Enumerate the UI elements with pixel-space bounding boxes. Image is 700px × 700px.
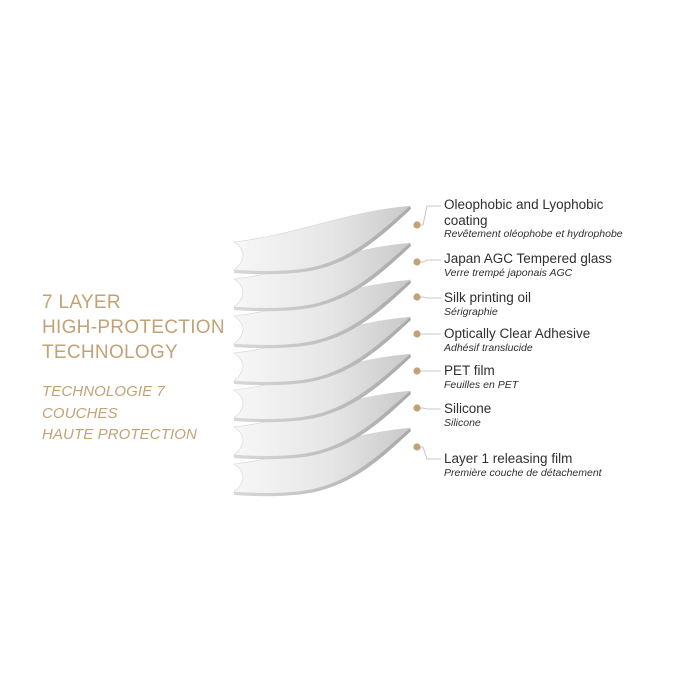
layer-sheet-face (233, 205, 411, 272)
layer-marker-dot (413, 330, 421, 338)
leader-line (417, 407, 441, 410)
layer-translation: Feuilles en PET (444, 378, 519, 391)
connectors-group (413, 205, 441, 460)
layer-translation: Revêtement oléophobe et hydrophobe (444, 228, 623, 240)
subheading-line-2: COUCHES (42, 404, 118, 422)
layer-marker-dot (413, 293, 421, 301)
layer-name: Layer 1 releasing film (444, 451, 573, 466)
layer-label-optically-clear-adhesive: Optically Clear Adhesive Adhésif translu… (444, 326, 694, 355)
layer-marker-dot (413, 443, 421, 451)
layer-translation: Première couche de détachement (444, 466, 602, 479)
leader-line (417, 296, 441, 299)
leader-line (417, 259, 441, 263)
layer-name: Optically Clear Adhesive (444, 326, 591, 341)
layer-translation: Silicone (444, 416, 481, 429)
layer-label-tempered-glass: Japan AGC Tempered glass Verre trempé ja… (444, 251, 694, 280)
layer-translation: Verre trempé japonais AGC (444, 266, 573, 279)
layer-name: Silk printing oil (444, 290, 532, 305)
layer-marker-dot (413, 367, 421, 375)
heading-line-2: HIGH-PROTECTION (42, 317, 225, 338)
layer-name: Japan AGC Tempered glass (444, 251, 612, 266)
subheading-line-3: HAUTE PROTECTION (42, 426, 197, 443)
layer-marker-dot (413, 221, 421, 229)
layer-marker-dot (413, 404, 421, 412)
layer-sheet (233, 205, 411, 275)
layer-label-oleophobic-coating: Oleophobic and Lyophobic coating Revêtem… (444, 197, 694, 241)
layer-label-silicone: Silicone Silicone (444, 401, 694, 430)
subheading-line-1: TECHNOLOGIE 7 (42, 383, 165, 400)
layer-name-line-2: coating (444, 212, 488, 228)
layer-marker-dot (413, 258, 421, 266)
diagram-heading: 7 LAYER HIGH-PROTECTION TECHNOLOGY (42, 290, 225, 365)
layer-translation: Sérigraphie (444, 305, 498, 318)
leader-line (417, 446, 441, 460)
layer-label-silk-printing-oil: Silk printing oil Sérigraphie (444, 290, 694, 319)
layer-label-pet-film: PET film Feuilles en PET (444, 363, 694, 392)
diagram-subheading: TECHNOLOGIE 7 COUCHES HAUTE PROTECTION (42, 381, 197, 446)
layer-translation: Adhésif translucide (444, 341, 533, 354)
layer-name: Oleophobic and Lyophobic (444, 197, 604, 212)
heading-line-1: 7 LAYER (42, 292, 121, 313)
leader-line (417, 205, 441, 226)
layer-label-releasing-film: Layer 1 releasing film Première couche d… (444, 451, 694, 480)
heading-line-3: TECHNOLOGY (42, 342, 179, 363)
layer-name: PET film (444, 363, 495, 378)
layers-group (233, 205, 411, 497)
layer-name: Silicone (444, 401, 492, 416)
